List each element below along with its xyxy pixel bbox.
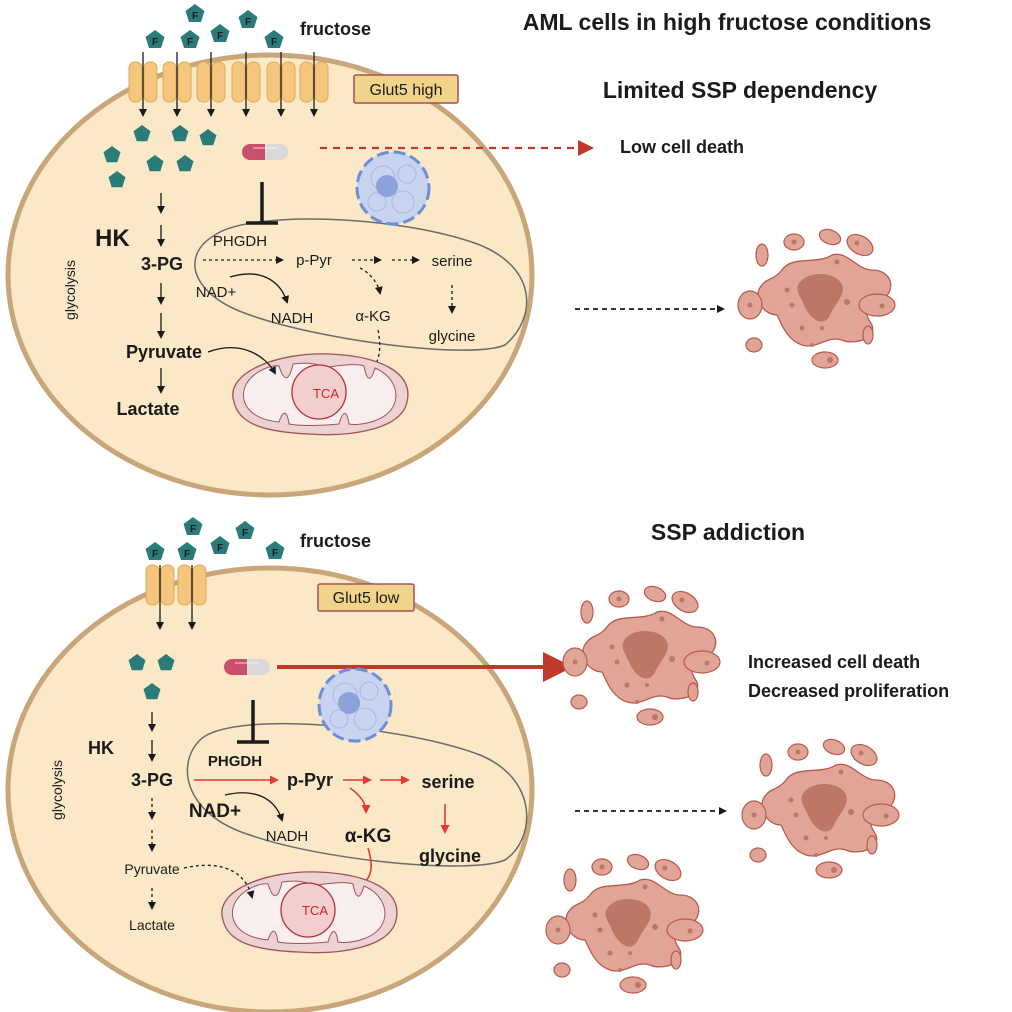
hk-label: HK [88, 738, 114, 758]
metabolite-3pg: 3-PG [131, 770, 173, 790]
dead-cell-icon [562, 583, 721, 726]
dead-cell-icon [545, 851, 704, 994]
glut5-badge [353, 74, 459, 104]
metabolite-glycine: glycine [429, 328, 476, 345]
metabolite-pyruvate: Pyruvate [124, 861, 179, 877]
panel-high-fructose-glut5-low: F F F F F F fructose Glut5 low glycolysi… [5, 517, 949, 1012]
dead-cell-icon [741, 736, 900, 879]
enzyme-phgdh: PHGDH [213, 233, 267, 250]
nad-to-nadh-arrow [224, 792, 284, 822]
metabolite-ppyr: p-Pyr [296, 252, 332, 269]
svg-text:F: F [192, 11, 198, 22]
glut5-badge-label: Glut5 low [333, 590, 400, 607]
cofactor-nadh: NADH [271, 310, 314, 327]
svg-text:F: F [272, 548, 278, 559]
flux-ppyr-to-akg [359, 267, 383, 295]
metabolite-akg: α-KG [345, 826, 392, 847]
glut5-badge [317, 583, 415, 612]
enzyme-phgdh: PHGDH [208, 753, 262, 770]
metabolite-lactate: Lactate [129, 917, 175, 933]
cofactor-nadh: NADH [266, 828, 309, 845]
extracellular-fructose: F F F F F F [145, 4, 284, 48]
metabolite-serine: serine [421, 772, 474, 792]
metabolite-lactate: Lactate [116, 399, 179, 419]
metabolite-akg: α-KG [355, 308, 390, 325]
flux-ppyr-to-akg [349, 787, 371, 814]
svg-text:F: F [184, 549, 190, 560]
svg-text:F: F [152, 37, 158, 48]
pyruvate-to-tca-arrow [183, 864, 255, 899]
glycolysis-label: glycolysis [62, 260, 78, 320]
outcome-decreased-proliferation: Decreased proliferation [748, 681, 949, 701]
glycolysis-label: glycolysis [49, 760, 65, 820]
metabolite-3pg: 3-PG [141, 254, 183, 274]
nad-to-nadh-arrow [229, 273, 289, 304]
panel-high-fructose-glut5-high: F F F F F F fructose Glut5 high glycolys… [5, 4, 932, 498]
tca-label: TCA [313, 386, 339, 401]
outcome-increased-cell-death: Increased cell death [748, 652, 920, 672]
inhibitor-pill-icon [241, 143, 289, 161]
nucleus-icon [355, 150, 431, 226]
dead-cell-icon [737, 226, 896, 369]
metabolite-pyruvate: Pyruvate [126, 342, 202, 362]
metabolite-ppyr: p-Pyr [287, 770, 333, 790]
svg-text:F: F [217, 543, 223, 554]
panel-heading-high: Limited SSP dependency [603, 77, 878, 103]
panel-heading-low: SSP addiction [651, 519, 805, 545]
inhibition-bar-icon [237, 700, 269, 744]
svg-text:F: F [271, 37, 277, 48]
svg-text:F: F [152, 549, 158, 560]
fructose-label: fructose [300, 531, 371, 551]
hk-label: HK [95, 225, 130, 252]
metabolite-glycine: glycine [419, 846, 481, 866]
cofactor-nad: NAD+ [196, 284, 237, 301]
svg-text:F: F [217, 31, 223, 42]
nucleus-icon [317, 667, 393, 743]
figure-title: AML cells in high fructose conditions [523, 9, 932, 35]
fructose-label: fructose [300, 19, 371, 39]
svg-text:F: F [190, 524, 196, 535]
transport-arrows [156, 565, 196, 630]
extracellular-fructose: F F F F F F [145, 517, 285, 560]
transport-arrows [139, 52, 318, 117]
cofactor-nad: NAD+ [189, 801, 241, 822]
cell-membrane [5, 565, 535, 1012]
ssp-compartment [194, 218, 528, 351]
inhibitor-pill-icon [223, 658, 271, 676]
outcome-low-cell-death: Low cell death [620, 137, 744, 157]
inhibition-bar-icon [246, 182, 278, 225]
metabolite-serine: serine [432, 253, 473, 270]
svg-text:F: F [245, 17, 251, 28]
svg-text:F: F [187, 37, 193, 48]
glut5-badge-label: Glut5 high [370, 82, 443, 99]
tca-label: TCA [302, 903, 328, 918]
pyruvate-to-tca-arrow [207, 347, 276, 375]
svg-text:F: F [242, 528, 248, 539]
